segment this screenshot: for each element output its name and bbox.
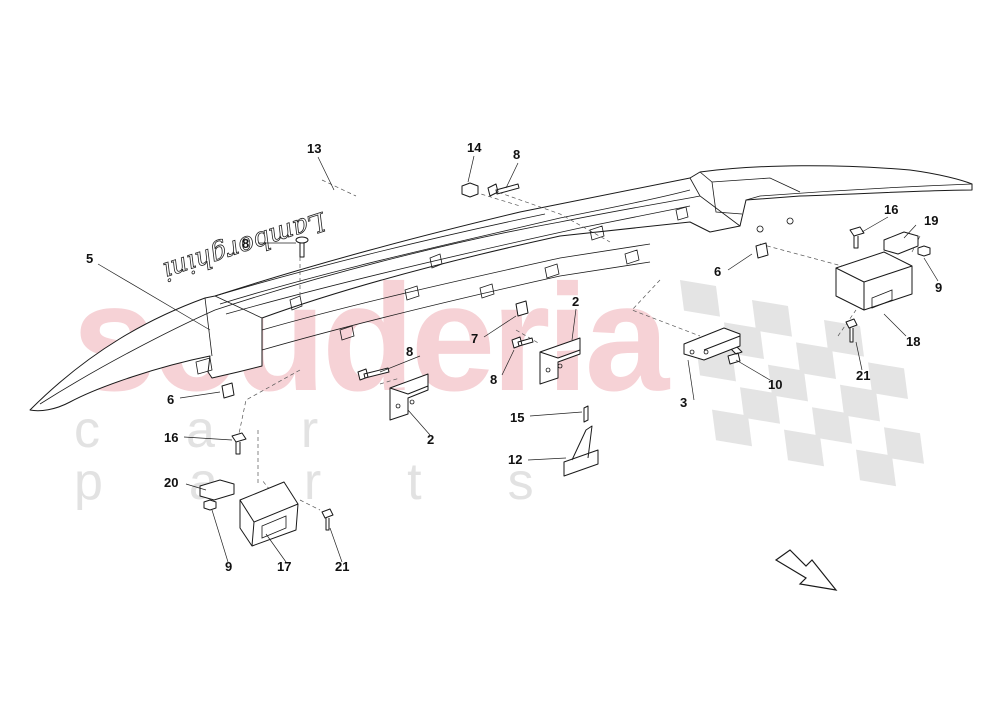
callout-8: 8 (490, 372, 497, 387)
callout-10: 10 (768, 377, 782, 392)
callout-7: 7 (471, 331, 478, 346)
flag-square (824, 320, 864, 357)
callout-6: 6 (714, 264, 721, 279)
flag-square (768, 364, 808, 402)
flag-square (812, 407, 852, 444)
small-parts (199, 182, 931, 531)
callout-2: 2 (427, 432, 434, 447)
callout-2: 2 (572, 294, 579, 309)
callout-21: 21 (856, 368, 870, 383)
callout-19: 19 (924, 213, 938, 228)
callout-5: 5 (86, 251, 93, 266)
flag-square (712, 409, 752, 447)
callout-8: 8 (406, 344, 413, 359)
callout-12: 12 (508, 452, 522, 467)
callout-8: 8 (513, 147, 520, 162)
callout-8: 8 (242, 236, 249, 251)
flag-square (752, 300, 792, 337)
callout-15: 15 (510, 410, 524, 425)
watermark-subtitle: car parts (74, 401, 620, 511)
callout-16: 16 (164, 430, 178, 445)
flag-square (796, 342, 836, 379)
flag-square (856, 449, 896, 487)
callout-9: 9 (225, 559, 232, 574)
callout-20: 20 (164, 475, 178, 490)
leader-lines (97, 155, 939, 563)
callout-16: 16 (884, 202, 898, 217)
arrow-icon (774, 549, 838, 591)
callout-3: 3 (680, 395, 687, 410)
flag-square (740, 387, 780, 424)
flag-square (680, 280, 720, 317)
callout-labels: 13 14 8 8 5 16 19 6 9 2 7 8 8 18 21 6 3 … (86, 140, 942, 574)
flag-square (884, 427, 924, 464)
bumper-beam (29, 165, 973, 412)
flag-square (840, 384, 880, 422)
callout-21: 21 (335, 559, 349, 574)
brackets (239, 251, 913, 547)
callout-13: 13 (307, 141, 321, 156)
callout-6: 6 (167, 392, 174, 407)
flag-square (868, 362, 908, 399)
callout-17: 17 (277, 559, 291, 574)
callout-9: 9 (935, 280, 942, 295)
callout-18: 18 (906, 334, 920, 349)
callout-14: 14 (467, 140, 482, 155)
flag-square (784, 429, 824, 467)
